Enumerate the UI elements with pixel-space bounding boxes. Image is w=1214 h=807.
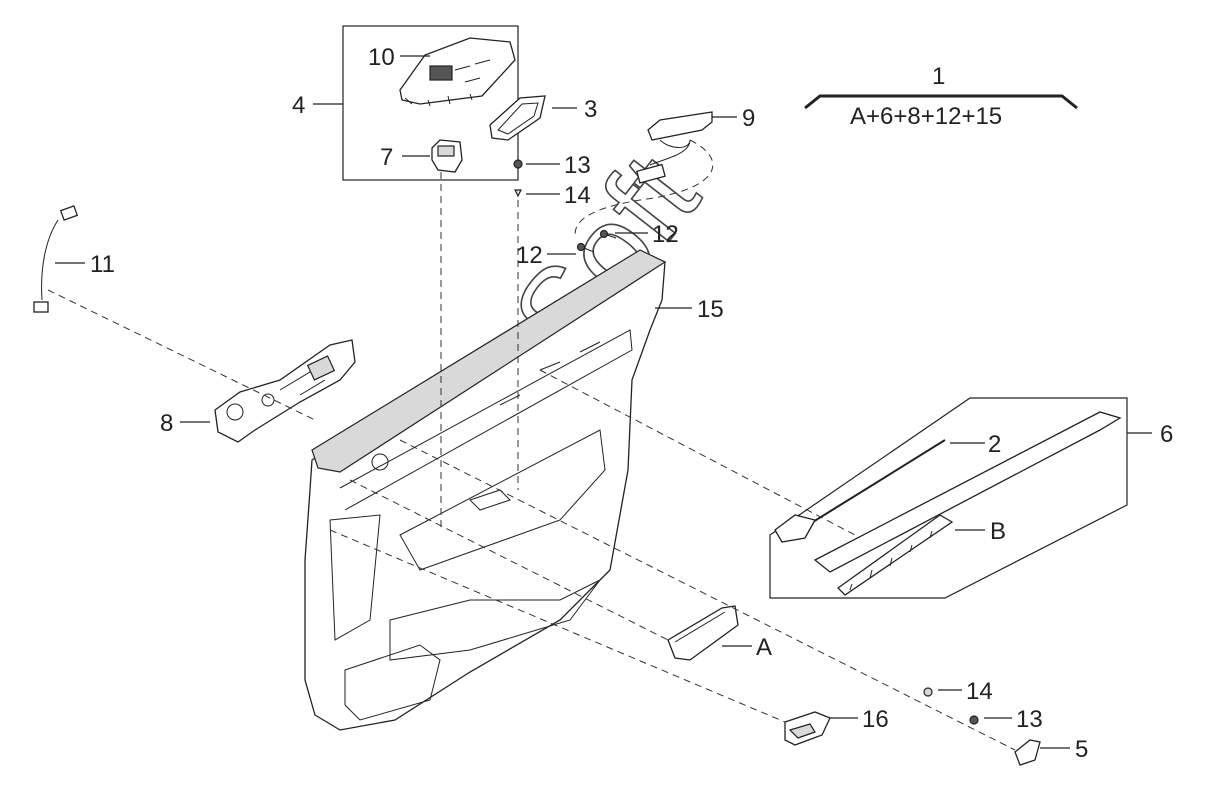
- callout-10: 10: [368, 44, 395, 71]
- part-B-strip: [836, 514, 954, 596]
- callout-16: 16: [862, 706, 889, 733]
- group-box-6: [769, 397, 1128, 599]
- part-8-bracket: [214, 339, 356, 443]
- screw-12-right: [599, 229, 617, 239]
- screw-12-left: [576, 242, 595, 253]
- part-6-trim-strip: [774, 411, 1122, 573]
- callout-13-top: 13: [564, 152, 591, 179]
- part-5-cap: [1014, 739, 1041, 766]
- part-16-tweeter: [784, 711, 831, 746]
- clip-14-top: [514, 189, 522, 198]
- screw-13-top: [513, 159, 523, 169]
- callout-12-right: 12: [652, 221, 679, 248]
- callout-labels: 10 4 3 7 13 14 9 12 12 11 15 8 2 6 B A 1…: [90, 44, 1173, 763]
- assembly-bracket: 1 A+6+8+12+15: [804, 63, 1078, 130]
- callout-8: 8: [160, 410, 173, 437]
- part-9-lamp: [636, 111, 713, 184]
- leader-lines: [55, 55, 1152, 749]
- part-15-door-trim: [304, 249, 667, 731]
- screw-13-bottom: [969, 715, 979, 725]
- assembly-formula: A+6+8+12+15: [850, 103, 1002, 130]
- callout-15: 15: [697, 296, 724, 323]
- callout-4: 4: [292, 92, 305, 119]
- callout-2: 2: [988, 431, 1001, 458]
- callout-7: 7: [380, 144, 393, 171]
- callout-1: 1: [932, 63, 945, 90]
- callout-14-bottom: 14: [966, 678, 993, 705]
- part-2-molding: [799, 439, 946, 531]
- part-11-harness: [33, 205, 79, 313]
- callout-14-top: 14: [564, 182, 591, 209]
- part-7-switch: [431, 139, 463, 173]
- callout-6: 6: [1160, 421, 1173, 448]
- callout-3: 3: [584, 96, 597, 123]
- callout-5: 5: [1075, 736, 1088, 763]
- callout-A: A: [756, 634, 772, 661]
- callout-B: B: [990, 518, 1006, 545]
- part-10-window-switch: [399, 37, 516, 107]
- clip-14-bottom: [923, 687, 933, 697]
- callout-13-bottom: 13: [1016, 706, 1043, 733]
- callout-12-left: 12: [516, 242, 543, 269]
- callout-9: 9: [742, 105, 755, 132]
- callout-11: 11: [90, 251, 115, 278]
- part-3-bezel: [489, 95, 546, 141]
- assembly-lines: [47, 139, 1016, 751]
- part-A-trim: [667, 605, 739, 661]
